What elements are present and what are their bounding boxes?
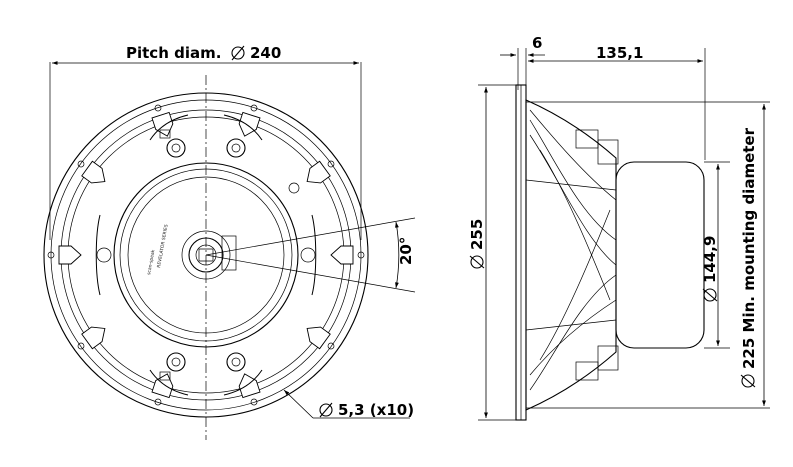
mounting-diameter-dimension: 225 Min. mounting diameter [526, 101, 770, 409]
magnet-diameter-value: 144,9 [701, 236, 719, 283]
mounting-diameter-icon [740, 374, 756, 388]
side-terminals [575, 129, 619, 381]
mounting-diameter-value: 225 Min. mounting diameter [740, 127, 758, 369]
hole-callout: 5,3 (x10) [283, 389, 414, 419]
basket-spokes [58, 111, 354, 399]
angle-dimension: 20° [205, 217, 416, 293]
magnet-assembly [615, 161, 705, 349]
mounting-holes [47, 104, 365, 406]
front-view: Pitch diam. 240 [43, 44, 416, 440]
hole-diameter-icon [319, 402, 333, 418]
outer-diameter-dimension: 255 [468, 84, 516, 421]
depth-dimension: 6 135,1 [500, 34, 706, 160]
pitch-diameter-dimension: Pitch diam. 240 [49, 44, 362, 240]
outer-diameter-value: 255 [468, 219, 486, 250]
depth-value: 135,1 [596, 44, 643, 62]
angle-value: 20° [397, 237, 415, 265]
brand-text: scan-speak [146, 249, 156, 275]
hole-value: 5,3 (x10) [338, 401, 414, 419]
outer-diameter-icon [469, 255, 485, 269]
terminal-top [159, 129, 246, 158]
magnet-diameter-dimension: 144,9 [701, 161, 730, 349]
flange-value: 6 [532, 34, 542, 52]
motor-back-plate [113, 162, 299, 348]
terminal-bottom [159, 352, 246, 381]
basket-side [525, 99, 617, 411]
diameter-symbol-icon [231, 45, 245, 61]
magnet-diameter-icon [702, 288, 718, 302]
side-view: 6 135,1 255 [468, 34, 770, 421]
pitch-diameter-label: Pitch diam. [126, 44, 221, 62]
pole-vent [188, 237, 224, 273]
pitch-diameter-value: 240 [250, 44, 281, 62]
frame-outer-edge [43, 92, 369, 418]
series-text: REVELATOR SERIES [156, 224, 170, 268]
